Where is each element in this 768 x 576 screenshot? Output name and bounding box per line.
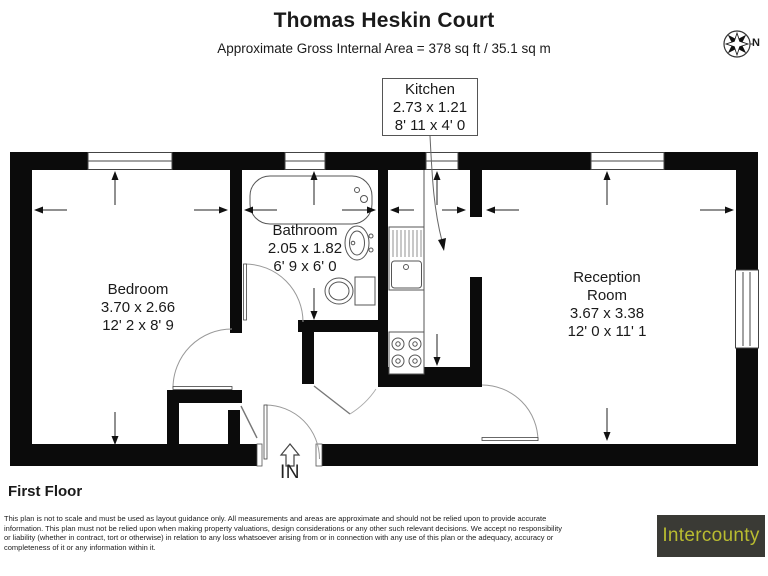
brand-logo: Intercounty bbox=[657, 515, 765, 557]
bathroom-label: Bathroom 2.05 x 1.82 6' 9 x 6' 0 bbox=[248, 222, 362, 276]
reception-metric: 3.67 x 3.38 bbox=[569, 305, 645, 322]
disclaimer-text: This plan is not to scale and must be us… bbox=[4, 514, 562, 552]
brand-name: Intercounty bbox=[662, 525, 760, 546]
windows bbox=[87, 152, 759, 349]
dimension-arrows bbox=[34, 171, 734, 445]
bedroom-window bbox=[87, 152, 173, 170]
basin bbox=[344, 225, 374, 261]
bathroom-metric: 2.05 x 1.82 bbox=[267, 240, 343, 257]
bathroom-fixtures bbox=[249, 175, 376, 306]
sink-unit bbox=[388, 226, 425, 291]
kitchen-imperial: 8' 11 x 4' 0 bbox=[394, 117, 466, 134]
bathroom-name: Bathroom bbox=[272, 222, 338, 239]
closet-door bbox=[240, 405, 258, 439]
bedroom-label: Bedroom 3.70 x 2.66 12' 2 x 8' 9 bbox=[66, 281, 210, 335]
storage-door bbox=[313, 385, 377, 415]
kitchen-dimension-box: Kitchen 2.73 x 1.21 8' 11 x 4' 0 bbox=[382, 78, 478, 136]
page-title: Thomas Heskin Court bbox=[273, 9, 495, 32]
bathroom-window bbox=[284, 152, 326, 170]
reception-name: Reception Room bbox=[573, 269, 641, 304]
compass-icon bbox=[723, 30, 753, 58]
kitchen-fixtures bbox=[388, 170, 425, 375]
bathtub bbox=[249, 175, 373, 225]
entry-door bbox=[256, 404, 323, 467]
bathroom-door bbox=[243, 263, 304, 323]
walls bbox=[10, 152, 758, 466]
stove-hob bbox=[388, 331, 425, 375]
kitchen-name: Kitchen bbox=[404, 81, 456, 98]
reception-room-label: Reception Room 3.67 x 3.38 12' 0 x 11' 1 bbox=[561, 269, 653, 341]
area-subtitle: Approximate Gross Internal Area = 378 sq… bbox=[217, 41, 551, 56]
bedroom-name: Bedroom bbox=[107, 281, 169, 298]
floor-name: First Floor bbox=[8, 483, 83, 500]
reception-door bbox=[481, 384, 539, 442]
reception-imperial: 12' 0 x 11' 1 bbox=[567, 323, 647, 340]
bedroom-metric: 3.70 x 2.66 bbox=[100, 299, 176, 316]
entry-arrow-icon bbox=[279, 443, 301, 467]
kitchen-leader-line bbox=[429, 135, 446, 251]
bathroom-imperial: 6' 9 x 6' 0 bbox=[273, 258, 337, 275]
doors bbox=[172, 263, 539, 467]
toilet bbox=[324, 276, 376, 306]
bedroom-door bbox=[172, 328, 233, 390]
entrance-in-label: IN bbox=[280, 462, 300, 483]
north-label: N bbox=[752, 37, 760, 49]
reception-side-window bbox=[735, 269, 759, 349]
kitchen-metric: 2.73 x 1.21 bbox=[392, 99, 468, 116]
bedroom-imperial: 12' 2 x 8' 9 bbox=[102, 317, 174, 334]
reception-window bbox=[590, 152, 665, 170]
